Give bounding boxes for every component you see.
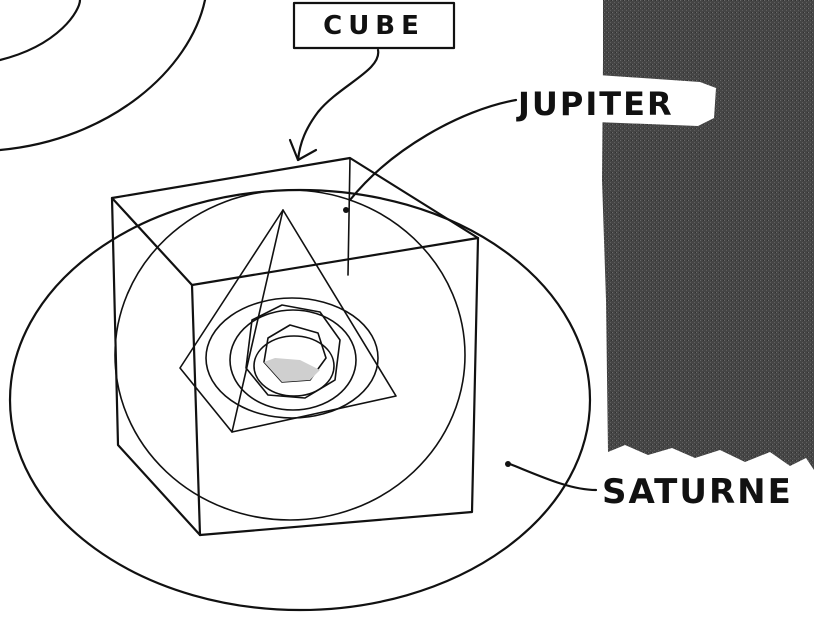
cube-label: CUBE [323, 11, 425, 41]
orbit-arc-inner [0, 0, 205, 150]
saturne-leader [510, 464, 596, 490]
shadow-band [602, 0, 814, 470]
jupiter-leader [350, 100, 516, 200]
saturne-label: SATURNE [602, 472, 793, 512]
jupiter-point [343, 207, 349, 213]
saturne-sphere [10, 190, 590, 610]
jupiter-sphere [115, 190, 465, 520]
jupiter-label: JUPITER [516, 85, 674, 123]
mars-sphere [206, 298, 378, 418]
orbit-arc-outer [0, 0, 80, 60]
tetrahedron-shape [180, 210, 396, 432]
saturne-point [505, 461, 511, 467]
cube-arrowhead [290, 140, 316, 160]
cube-arrow [298, 50, 378, 160]
